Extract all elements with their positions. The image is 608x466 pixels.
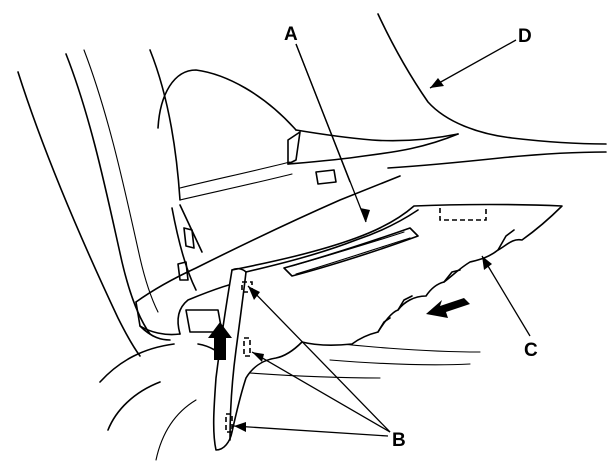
seat-back-trim (179, 13, 607, 201)
body-structure (17, 49, 297, 461)
door-sill-trim-panel (212, 203, 563, 451)
callout-leaders (233, 39, 531, 437)
callout-c-label: C (524, 340, 538, 361)
callout-a-label: A (284, 24, 298, 45)
removal-direction-arrows (208, 298, 470, 360)
callout-d-label: D (518, 26, 532, 47)
callout-b-label: B (392, 430, 406, 451)
pull-up-arrow-icon (208, 322, 232, 360)
pull-out-arrow-icon (426, 298, 470, 318)
